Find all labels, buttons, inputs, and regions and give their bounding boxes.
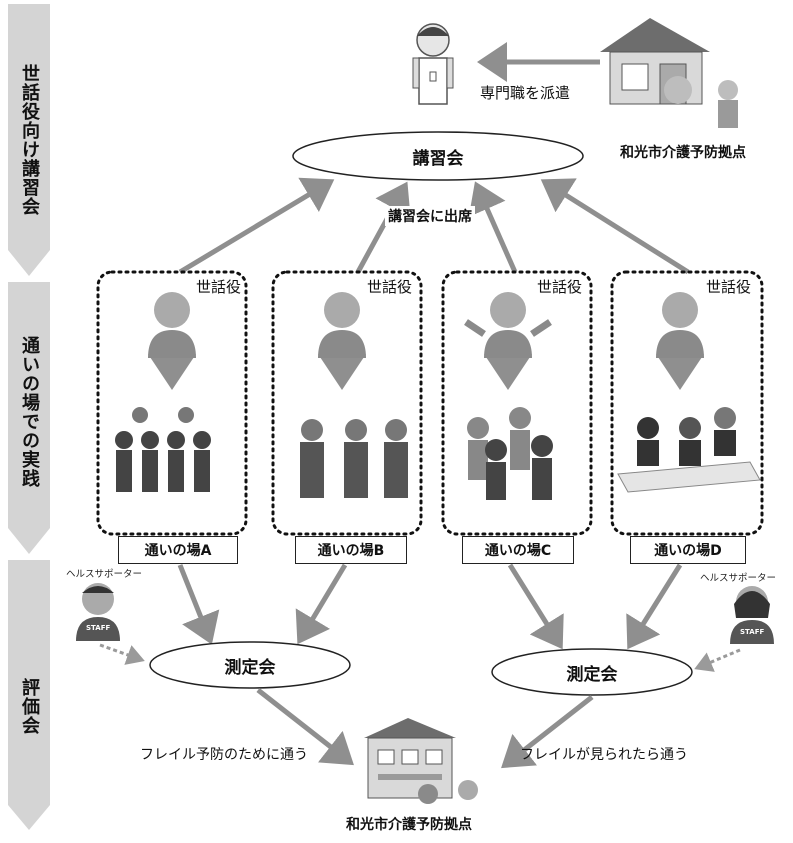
attend-arrow-b [355,181,411,274]
sidebar-band-3 [8,560,50,830]
base-label-bottom: 和光市介護予防拠点 [346,817,472,833]
route-label-left: フレイル予防のために通う [140,747,308,763]
role-label-a: 世話役 [196,278,242,296]
helper-label-left: ヘルスサポーター [66,569,143,580]
helper-label-right: ヘルスサポーター [700,573,777,584]
role-figure-a [148,292,196,358]
role-label-d: 世話役 [706,278,752,296]
measure-label-left: 測定会 [224,657,276,678]
role-label-c: 世話役 [537,278,583,296]
sidebar-band-2 [8,282,50,554]
base-label-top: 和光市介護予防拠点 [620,145,746,161]
place-to-measure-c [507,563,564,650]
specialist-illustration [412,23,454,105]
helper-arrow-right [694,648,741,672]
helper-illustration-right [730,586,774,644]
place-box-b: 通いの場B [295,536,407,564]
sidebar-section-evaluation: 評価会 [19,677,40,735]
place-to-measure-d [626,563,683,650]
role-figure-b [318,292,366,358]
activity-scene-a-choir [115,407,211,492]
route-arrow-right [501,695,594,769]
attend-arrow-c [468,181,518,274]
dispatch-label: 専門職を派遣 [480,84,571,102]
group-box-a [96,270,248,536]
place-box-a: 通いの場A [118,536,238,564]
role-figure-d [656,292,704,358]
house-illustration-bottom [364,718,478,804]
staff-badge-right: STAFF [740,628,765,636]
activity-scene-c-exercise [467,407,553,500]
attend-label: 講習会に出席 [385,206,475,226]
place-to-measure-b [295,563,348,645]
group-box-c [441,270,593,536]
group-box-b [271,270,423,536]
role-figure-c [464,292,552,358]
house-illustration-top [600,18,738,128]
sidebar-section-practice: 通いの場での実践 [19,336,40,488]
lecture-ellipse [292,131,584,181]
helper-illustration-left [76,583,120,641]
sidebar-band-1 [8,4,50,276]
lecture-label: 講習会 [412,148,464,169]
measure-ellipse-left [149,641,351,689]
route-arrow-left [256,688,354,766]
measure-label-right: 測定会 [566,664,618,685]
attend-arrow-a [178,177,335,275]
place-box-d: 通いの場D [630,536,746,564]
place-to-measure-a [177,564,220,645]
place-box-c: 通いの場C [462,536,574,564]
group-box-d [610,270,764,536]
role-label-b: 世話役 [367,278,413,296]
measure-ellipse-right [491,648,693,696]
route-label-right: フレイルが見られたら通う [520,747,688,763]
staff-badge-left: STAFF [86,624,111,632]
sidebar-section-lecture: 世話役向け講習会 [19,64,40,216]
attend-arrow-d [540,178,690,275]
activity-scene-b-walking [300,419,408,498]
activity-scene-d-study [617,407,761,493]
sidebar-bands [8,4,50,830]
helper-arrow-left [99,643,145,665]
